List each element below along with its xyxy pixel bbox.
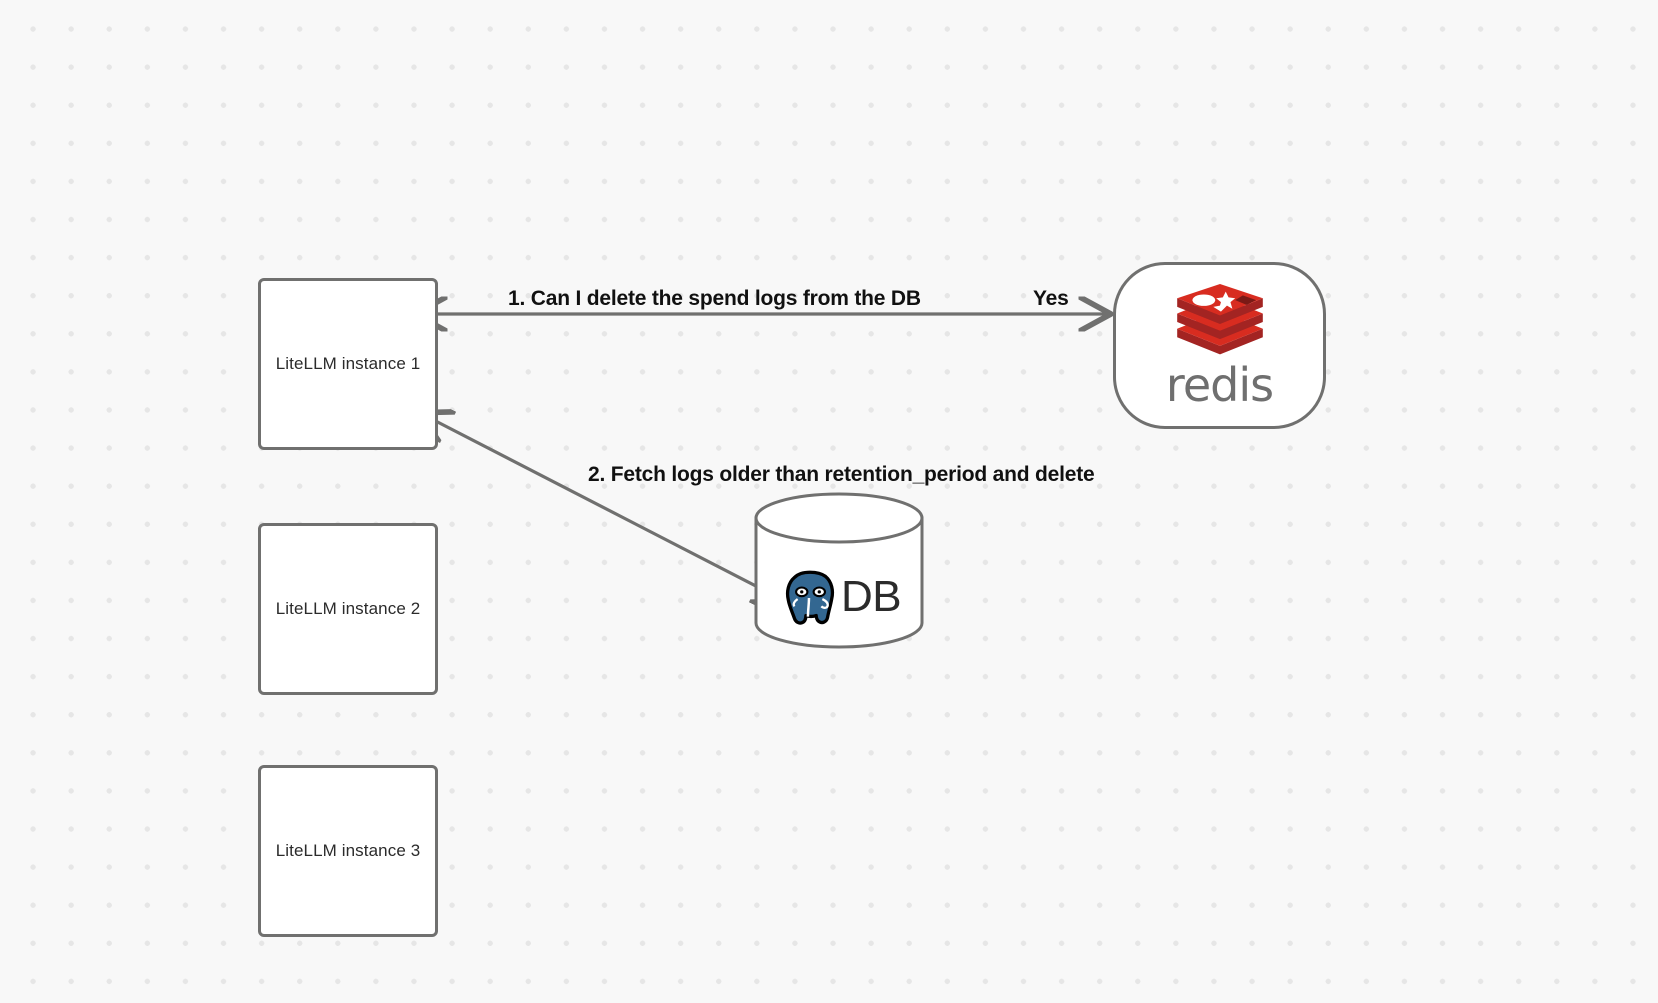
database-content: DB bbox=[753, 544, 925, 649]
postgresql-elephant-icon bbox=[777, 564, 843, 630]
node-litellm-instance-2[interactable]: LiteLLM instance 2 bbox=[258, 523, 438, 695]
edge-label-fetch-delete: 2. Fetch logs older than retention_perio… bbox=[588, 463, 1095, 486]
database-label: DB bbox=[840, 571, 902, 621]
redis-logo-icon bbox=[1172, 284, 1268, 362]
redis-wordmark-label: redis bbox=[1165, 358, 1274, 413]
edge-label-reply: Yes bbox=[1033, 287, 1069, 310]
node-redis[interactable]: redis bbox=[1113, 262, 1326, 429]
node-litellm-instance-2-label: LiteLLM instance 2 bbox=[275, 599, 421, 618]
node-litellm-instance-3-label: LiteLLM instance 3 bbox=[275, 841, 421, 860]
node-litellm-instance-1[interactable]: LiteLLM instance 1 bbox=[258, 278, 438, 450]
node-litellm-instance-1-label: LiteLLM instance 1 bbox=[275, 354, 421, 373]
node-litellm-instance-3[interactable]: LiteLLM instance 3 bbox=[258, 765, 438, 937]
edge-label-request: 1. Can I delete the spend logs from the … bbox=[508, 287, 921, 310]
node-database[interactable]: DB bbox=[753, 492, 925, 649]
